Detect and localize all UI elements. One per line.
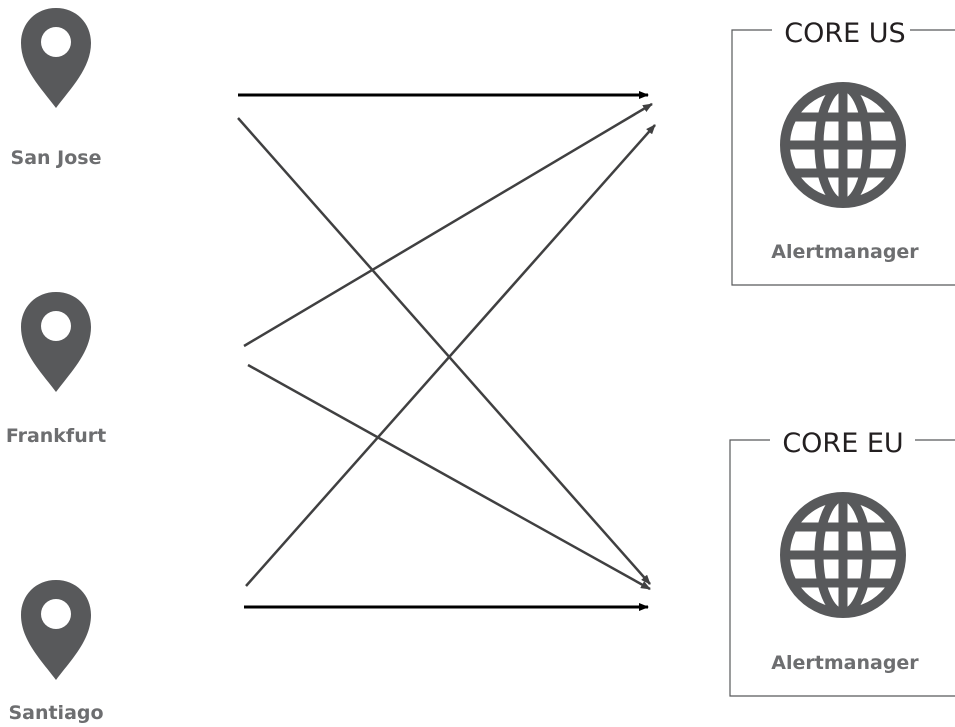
location-label: Frankfurt	[6, 425, 106, 447]
map-pin-icon	[21, 292, 91, 392]
cluster-core-eu: CORE EU Alertmanager	[729, 428, 955, 697]
arrow-frankfurt-to-core-eu	[247, 363, 651, 591]
location-label: San Jose	[11, 147, 102, 169]
connections	[237, 91, 656, 611]
service-label: Alertmanager	[771, 241, 919, 263]
arrow-san-jose-to-core-eu	[237, 117, 651, 585]
location-san-jose: San Jose	[11, 8, 102, 169]
map-pin-icon	[21, 580, 91, 680]
location-santiago: Santiago	[8, 580, 104, 724]
cluster-core-us: CORE US Alertmanager	[731, 18, 955, 286]
arrow-frankfurt-to-core-us	[243, 102, 653, 348]
cluster-title: CORE US	[784, 18, 905, 49]
cluster-box	[729, 439, 955, 697]
location-label: Santiago	[8, 702, 103, 724]
globe-icon	[780, 82, 906, 208]
service-label: Alertmanager	[771, 652, 919, 674]
globe-icon	[780, 492, 906, 618]
cluster-title: CORE EU	[782, 428, 903, 459]
arrow-santiago-to-core-us	[245, 124, 656, 587]
cluster-box	[731, 29, 955, 286]
map-pin-icon	[21, 8, 91, 108]
location-frankfurt: Frankfurt	[6, 292, 106, 447]
